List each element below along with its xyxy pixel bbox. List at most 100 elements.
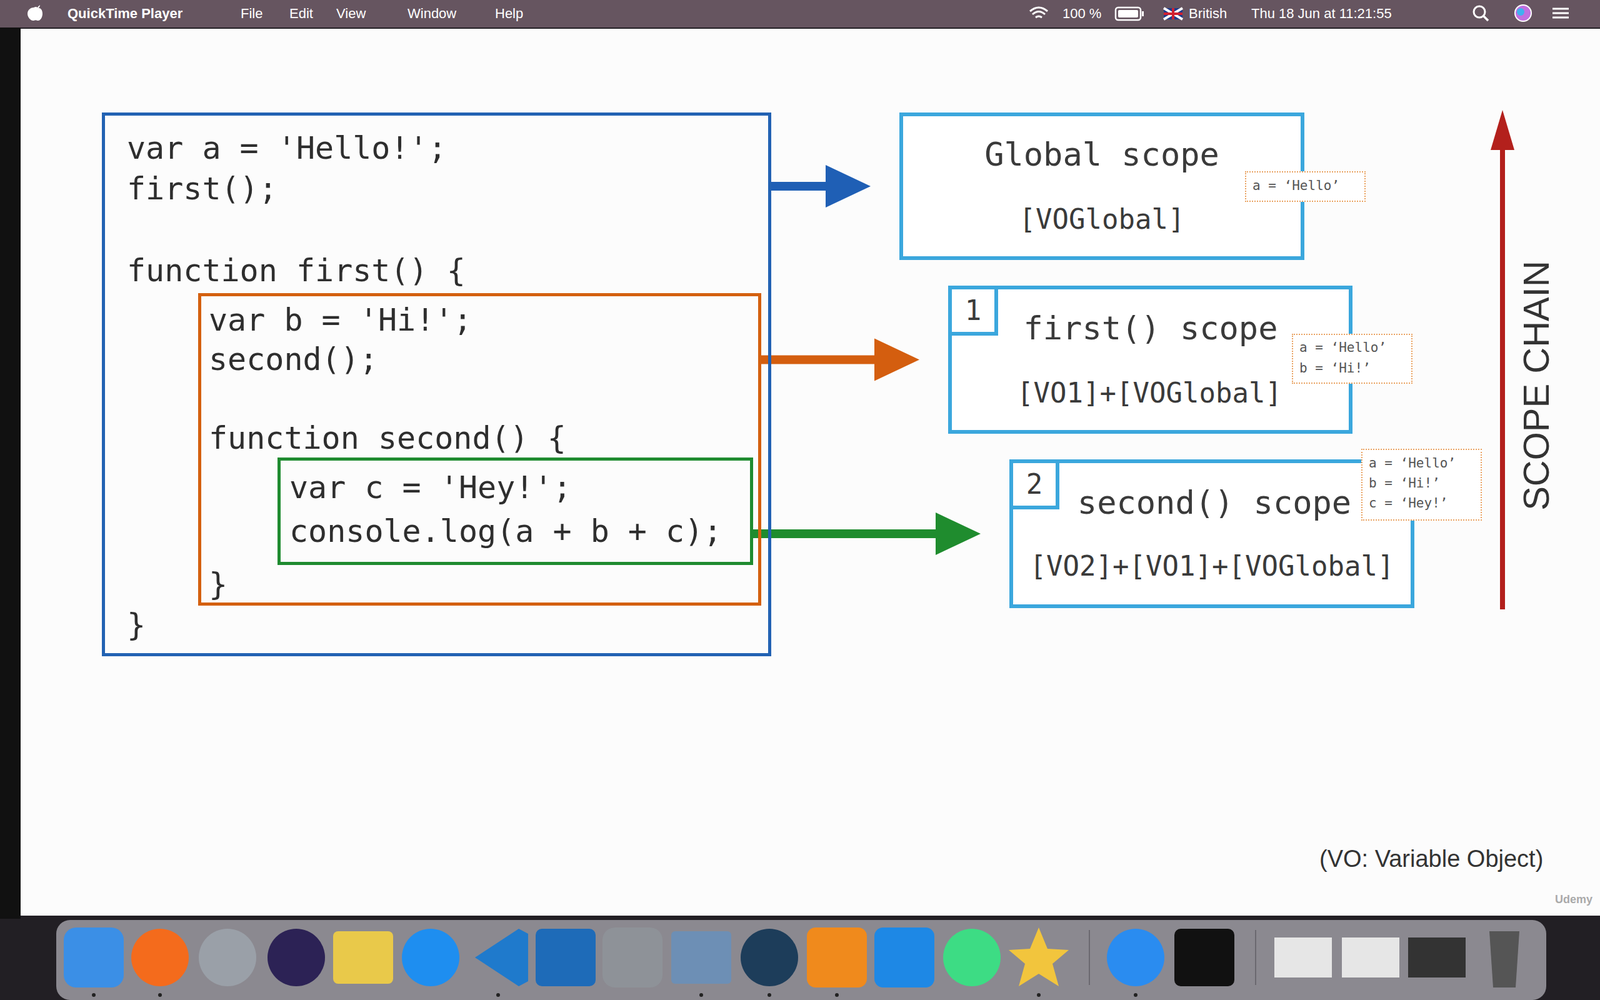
dock-icon [602,927,663,988]
dock [56,920,1547,1000]
dock-icon [943,928,1001,987]
scope-arrow [771,165,871,208]
dock-trash [1489,931,1520,988]
menu-item: Edit [289,6,314,22]
code-line: var a = 'Hello!'; [126,131,447,166]
dock-running-dot [158,993,162,997]
scope-box: second() scope [VO2]+[VO1]+[VOGlobal] 2 [1009,459,1415,609]
dock-icon [874,927,935,988]
scope-text: [VO2]+[VO1]+[VOGlobal] [1030,551,1395,582]
battery-tip [1141,11,1144,17]
scope-number-box: 1 [948,285,999,336]
scope-chain-label: SCOPE CHAIN [1516,260,1557,511]
function-code-box: var b = 'Hi!';second();function second()… [198,293,762,606]
battery-level [1118,10,1139,18]
scope-text: b = ‘Hi!’ [1299,361,1371,376]
global-code-box: var a = 'Hello!'; first(); function first(… [101,112,772,657]
dock-icon [671,931,732,984]
apple-icon [27,5,43,21]
code-line: var c = 'Hey!'; [289,470,572,505]
arrow-shaft [753,529,937,539]
dock-running-dot [767,993,772,997]
battery-icon [1115,7,1141,20]
flag-cross [1163,8,1183,20]
list-icon [1552,8,1569,18]
flag-icon [1163,8,1183,20]
dock-icon [63,927,124,988]
scope-text: a = ‘Hello’ [1368,456,1456,471]
flag-cross [1163,8,1183,20]
dock-icon [333,931,394,984]
callout-number: 1 [965,295,982,326]
code-line: var b = 'Hi!'; [208,303,472,338]
dock-icon [401,928,460,987]
code-line: function first() { [126,253,466,289]
dock-window-thumbnail [1408,937,1466,978]
scope-chain-arrowhead [1490,110,1515,150]
scope-text: Global scope [984,136,1220,173]
dock-icon [1174,928,1235,987]
arrowhead [825,165,871,208]
keyboard-layout: British [1188,6,1227,22]
clock: Thu 18 Jun at 11:21:55 [1251,6,1392,22]
scope-number-box: 2 [1009,459,1060,510]
scope-text: [VOGlobal] [1019,204,1185,235]
code-line: first(); [126,171,278,207]
dock-icon [535,928,596,987]
dock-icon [267,928,325,987]
code-line: second(); [208,342,379,377]
menu-item: Help [495,6,524,22]
dock-running-dot [699,993,704,997]
search-icon [1483,16,1489,21]
callout-number: 2 [1026,469,1044,500]
menu-item: File [240,6,263,22]
arrow-shaft [771,181,827,191]
scope-text: a = ‘Hello’ [1252,178,1340,194]
menu-item: View [336,6,366,22]
watermark: Udemy [1555,893,1593,907]
scope-text: b = ‘Hi!’ [1368,476,1440,491]
dock-icon [198,928,257,987]
variable-callout: a = ‘Hello’ b = ‘Hi!’ [1291,333,1413,384]
dock-separator [1255,930,1257,985]
scope-chain-arrow [1500,145,1505,610]
code-line: console.log(a + b + c); [289,514,722,549]
code-line: } [208,567,228,602]
scope-box: Global scope [VOGlobal] [899,112,1305,260]
menu-item: Window [407,6,457,22]
scope-text: a = ‘Hello’ [1299,340,1387,355]
arrow-shaft [761,355,876,365]
siri-icon [1516,8,1525,16]
dock-running-dot [1036,993,1041,997]
dock-window-thumbnail [1274,937,1332,978]
wifi-icon [1030,7,1048,18]
scope-text: first() scope [1023,310,1279,347]
note: (VO: Variable Object) [1319,846,1544,873]
dock-running-dot [496,993,500,997]
variable-callout: a = ‘Hello’ [1245,171,1366,202]
arrowhead [935,512,981,555]
dock-icon [806,927,867,988]
variable-callout: a = ‘Hello’ b = ‘Hi!’ c = ‘Hey!’ [1361,448,1482,521]
dock-running-dot [1133,993,1138,997]
dock-running-dot [91,993,96,997]
dock-icon [1106,928,1165,987]
scope-arrow [761,338,920,382]
app-menu: QuickTime Player [67,6,183,22]
code-line: } [126,608,146,643]
arrowhead [874,338,920,382]
battery-status: 100 % [1062,6,1102,22]
dock-icon [131,928,189,987]
dock-separator [1088,930,1090,985]
slide-window [20,28,1600,916]
scope-text: second() scope [1077,485,1352,521]
siri-icon [1515,5,1532,22]
search-icon [1473,6,1485,18]
scope-arrow [753,512,981,555]
scope-text: c = ‘Hey!’ [1368,496,1448,511]
dock-icon [475,928,529,987]
dock-window-thumbnail [1341,937,1400,978]
dock-running-dot [835,993,839,997]
dock-icon [1008,927,1069,987]
